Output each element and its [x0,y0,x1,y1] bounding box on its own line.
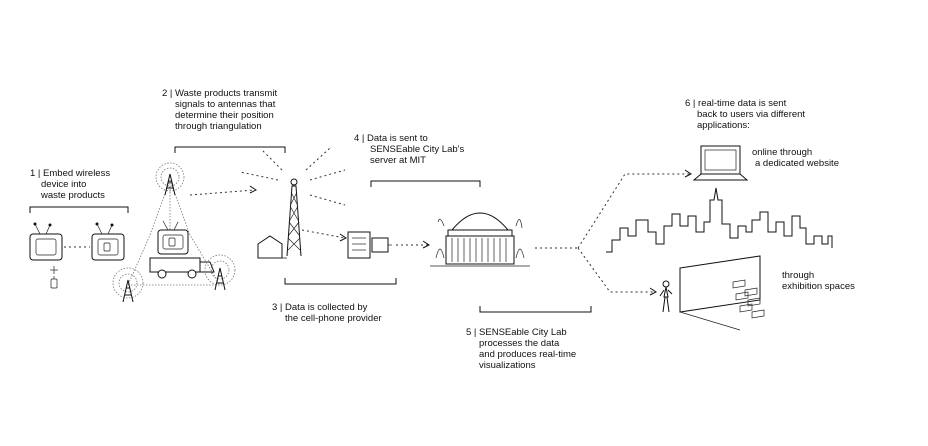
step-number: 6 | [685,98,696,109]
step-1-label: 1 | Embed wireless device into waste pro… [30,168,111,201]
city-skyline-icon [606,187,833,253]
mit-dome-icon [430,212,530,267]
step-4-label: 4 | Data is sent to SENSEable City Lab's… [354,133,465,166]
step-6-label: 6 | real-time data is sent back to users… [685,98,806,131]
tv-icon [157,220,189,255]
step-number: 5 | [466,327,477,338]
step-5-label: 5 | SENSEable City Lab processes the dat… [466,327,577,371]
antenna-icon [112,267,144,303]
step-2-label: 2 | Waste products transmit signals to a… [162,88,278,132]
laptop-icon [692,145,749,181]
cell-tower-icon [257,178,302,259]
tv-icon [91,222,125,261]
step-number: 2 | [162,88,173,99]
server-icon [347,231,392,259]
tag-device-icon [50,276,58,289]
exhibition-wall-icon [679,255,765,331]
triangulation-lines [127,179,221,286]
step-3-label: 3 | Data is collected by the cell-phone … [272,302,382,324]
tv-icon [29,222,63,261]
step-number: 1 | [30,168,41,179]
exhibition-output-label: through exhibition spaces [782,270,855,292]
step-number: 3 | [272,302,283,313]
signal-rays [239,147,346,206]
antenna-icon [204,254,236,291]
antenna-icon [155,162,185,196]
person-icon [659,280,673,313]
step-number: 4 | [354,133,365,144]
online-output-label: online through a dedicated website [752,147,839,169]
truck-icon [149,257,215,279]
